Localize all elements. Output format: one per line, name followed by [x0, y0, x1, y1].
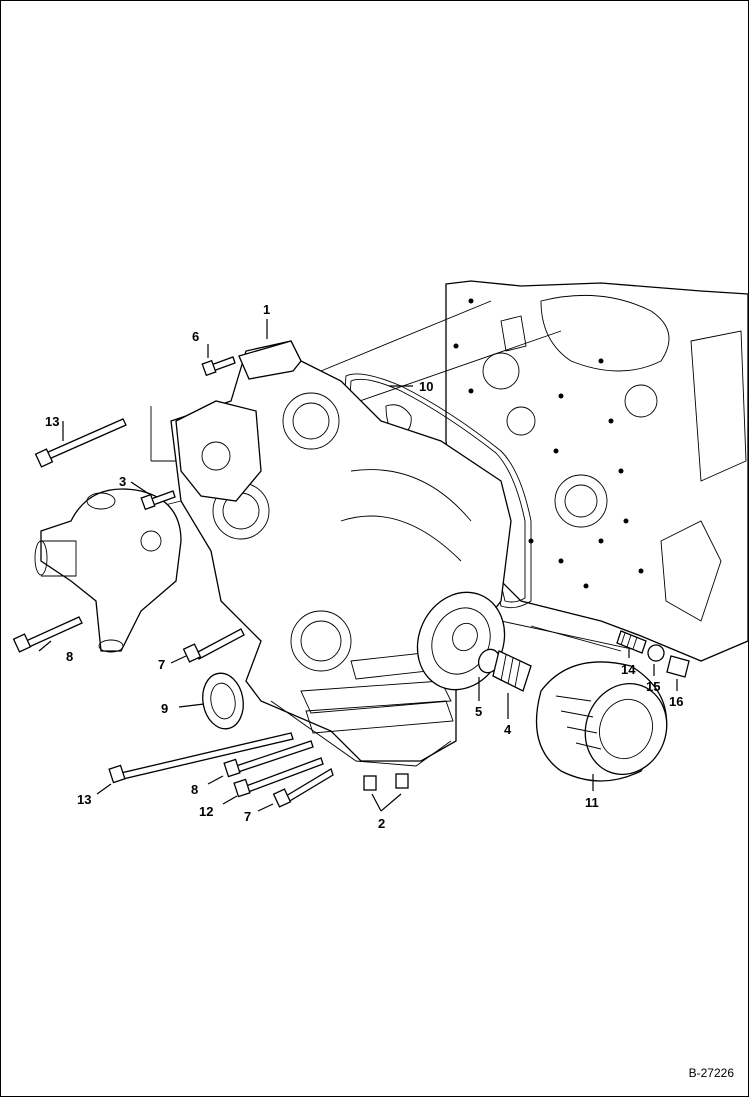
callout-4: 4: [504, 722, 512, 737]
callout-8-upper: 8: [66, 649, 73, 664]
callout-7-upper: 7: [158, 657, 165, 672]
callout-12: 12: [199, 804, 213, 819]
callout-labels: 1 2 3 4 5 6 7 7 8 8 9 10 11 12 13 13 14 …: [45, 302, 683, 831]
callout-13-lower: 13: [77, 792, 91, 807]
callout-13-upper: 13: [45, 414, 59, 429]
bolts: [12, 356, 409, 808]
document-number: B-27226: [688, 1066, 734, 1080]
callout-15: 15: [646, 679, 660, 694]
callout-9: 9: [161, 701, 168, 716]
callout-16: 16: [669, 694, 683, 709]
filter-nipple-and-o-ring: [477, 648, 532, 692]
callout-1: 1: [263, 302, 270, 317]
callout-5: 5: [475, 704, 482, 719]
oil-filter: [535, 661, 668, 782]
callout-11: 11: [585, 795, 599, 810]
callout-8-lower: 8: [191, 782, 198, 797]
relief-valve-parts: [616, 630, 690, 678]
callout-leaders: [38, 319, 678, 812]
callout-3: 3: [119, 474, 126, 489]
callout-2: 2: [378, 816, 385, 831]
callout-6: 6: [192, 329, 199, 344]
thermostat-housing: [175, 400, 262, 502]
callout-14: 14: [621, 662, 636, 677]
callout-7-lower: 7: [244, 809, 251, 824]
callout-10: 10: [419, 379, 433, 394]
oil-seal: [202, 672, 244, 730]
engine-block: [445, 280, 748, 662]
